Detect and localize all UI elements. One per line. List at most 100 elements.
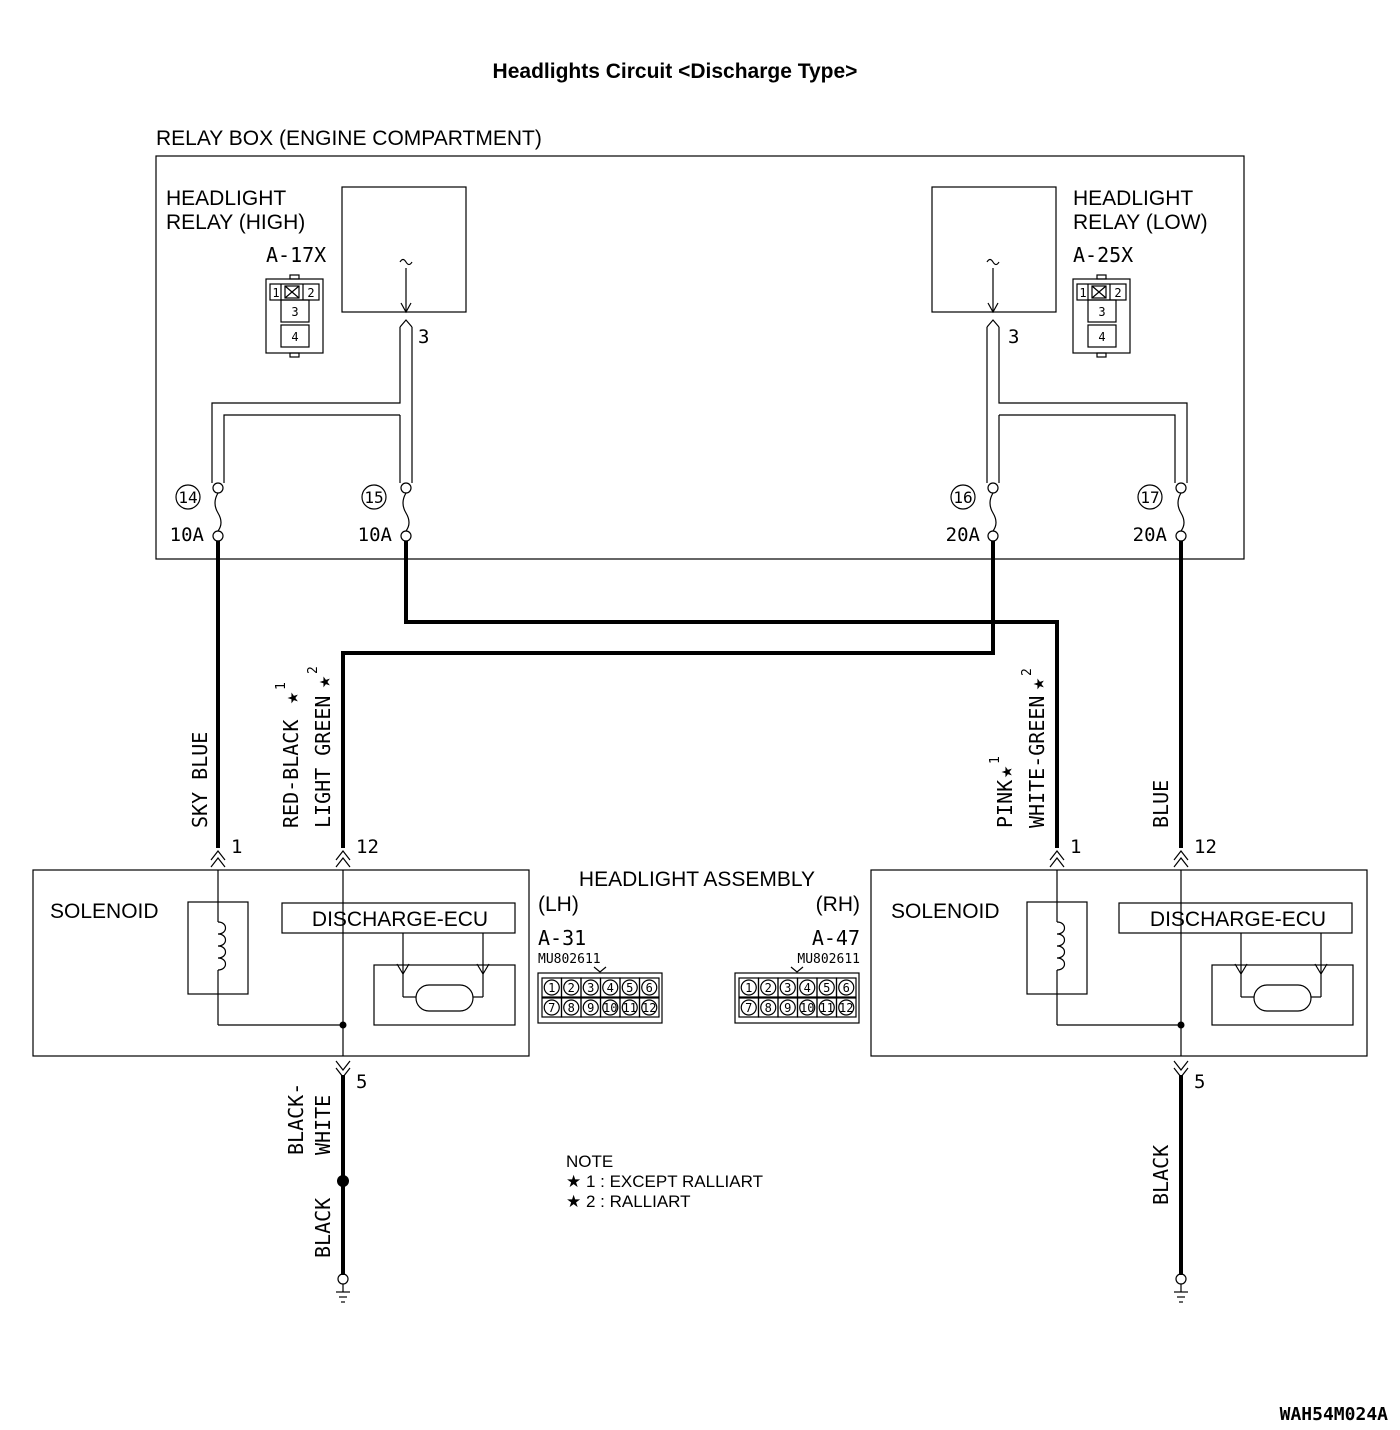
wire-label-black-white-2: WHITE: [311, 1095, 335, 1155]
rh-connector-pin-label: 4: [804, 981, 811, 995]
relay-high-cell-4: 4: [291, 330, 298, 344]
rh-connector-cavity: [799, 999, 816, 1016]
rh-discharge-ecu-box: [1118, 902, 1353, 934]
relay-high-pin-number: 3: [418, 326, 429, 348]
relay-low-pin-number: 3: [1008, 326, 1019, 348]
lh-connector-body: [537, 972, 663, 1024]
fuse-17-number: 17: [1140, 488, 1159, 507]
relay-high-cell-1: 1: [272, 286, 279, 300]
rh-connector-pin-label: 9: [784, 1001, 791, 1015]
rh-connector-cavity: [740, 979, 757, 996]
lh-discharge-ecu-label: DISCHARGE-ECU: [312, 908, 488, 931]
fuse-14: 14 10A: [170, 482, 224, 546]
fuse-15: 15 10A: [358, 482, 412, 546]
wire-mark-light-green-2: 2: [306, 666, 321, 674]
lh-connector-cavity: [602, 979, 619, 996]
rh-connector-pin-label: 1: [745, 981, 752, 995]
relay-low-label-line2: RELAY (LOW): [1073, 211, 1208, 234]
lh-connector-cell: [638, 977, 660, 998]
fuse-14-number: 14: [178, 488, 197, 507]
rh-part-number: MU802611: [797, 952, 860, 967]
lh-connector-cavity: [621, 979, 638, 996]
rh-connector-pin-label: 11: [820, 1001, 834, 1015]
relay-high-coil-box: [341, 186, 467, 313]
relay-high-label-line2: RELAY (HIGH): [166, 211, 305, 234]
wire-fuse15-to-rh-pin1: [404, 541, 1059, 848]
wire-mark-pink-star: ★: [993, 766, 1017, 778]
lh-connector-pin-label: 2: [568, 981, 575, 995]
headlight-assembly-label: HEADLIGHT ASSEMBLY: [579, 868, 815, 891]
wire-mark-white-green-2: 2: [1020, 668, 1035, 676]
headlight-relay-high: HEADLIGHT RELAY (HIGH) A-17X 3: [166, 186, 467, 348]
lh-connector-pin-label: 12: [642, 1001, 656, 1015]
rh-connector-cavity: [740, 999, 757, 1016]
rh-connector-cavity: [818, 999, 835, 1016]
relay-low-cell-3: 3: [1098, 305, 1105, 319]
lh-bulb: [415, 984, 474, 1012]
relay-high-cell-2: 2: [307, 286, 314, 300]
relay-low-connector-code: A-25X: [1073, 243, 1133, 267]
lh-ground-splice: [337, 1175, 349, 1187]
lh-connector-cavity: [563, 999, 580, 1016]
rh-connector-cavity: [818, 979, 835, 996]
lh-connector-cavity: [582, 999, 599, 1016]
lh-connector-cavity: [563, 979, 580, 996]
headlight-relay-low: HEADLIGHT RELAY (LOW) A-25X 3: [931, 186, 1208, 348]
rh-pin-12: 12: [1194, 836, 1217, 858]
lh-connector-pin-label: 7: [548, 1001, 555, 1015]
relay-low-connector-face: 1 2 3 4: [1072, 274, 1131, 358]
wire-label-black-left: BLACK: [311, 1198, 335, 1258]
relay-high-label-line1: HEADLIGHT: [166, 187, 286, 210]
wire-label-black-right: BLACK: [1149, 1145, 1173, 1205]
wire-label-black-white-1: BLACK-: [284, 1083, 308, 1155]
lh-pin-5: 5: [356, 1071, 367, 1093]
lh-connector-cell: [638, 997, 660, 1018]
lh-connector-cavity: [602, 999, 619, 1016]
wire-mark-pink-1: 1: [988, 756, 1003, 764]
rh-pin-1: 1: [1070, 836, 1081, 858]
rh-connector-cavity: [779, 999, 796, 1016]
lh-connector-pin-label: 4: [607, 981, 614, 995]
relay-box: [155, 155, 1245, 560]
lh-solenoid-coil: [217, 921, 227, 971]
rh-connector-cell: [835, 997, 857, 1018]
note-line-1: ★ 1 : EXCEPT RALLIART: [566, 1172, 763, 1191]
wire-label-light-green: LIGHT GREEN: [311, 696, 335, 828]
rh-connector-cavity: [799, 979, 816, 996]
wire-mark-red-black-star: ★: [279, 692, 303, 704]
fuse-16-number: 16: [953, 488, 972, 507]
lh-assembly-box: [32, 869, 530, 1057]
wire-fuse16-to-lh-pin12: [341, 541, 995, 848]
lh-bulb-box: [373, 964, 516, 1026]
rh-discharge-ecu-label: DISCHARGE-ECU: [1150, 908, 1326, 931]
rh-solenoid-coil: [1056, 921, 1066, 971]
rh-bulb-box: [1211, 964, 1354, 1026]
note: NOTE ★ 1 : EXCEPT RALLIART ★ 2 : RALLIAR…: [566, 1152, 763, 1211]
lh-connector-pin-label: 8: [568, 1001, 575, 1015]
rh-connector-cavity: [838, 999, 855, 1016]
rh-connector-pin-label: 10: [800, 1001, 814, 1015]
rh-connector-cavity: [760, 979, 777, 996]
rh-connector-pin-label: 2: [765, 981, 772, 995]
lh-connector-pin-label: 9: [587, 1001, 594, 1015]
rh-connector-pin-label: 5: [823, 981, 830, 995]
relay-low-coil-box: [931, 186, 1057, 313]
rh-connector-cavity: [779, 979, 796, 996]
rh-ground-icon: [1174, 1273, 1188, 1303]
wire-label-white-green: WHITE-GREEN: [1025, 696, 1049, 828]
lh-pin-12: 12: [356, 836, 379, 858]
rh-connector-cavity: [838, 979, 855, 996]
fuse-15-rating: 10A: [358, 524, 393, 546]
rh-connector-pin-label: 7: [745, 1001, 752, 1015]
relay-low-cell-1: 1: [1079, 286, 1086, 300]
wire-mark-white-green-star: ★: [1025, 678, 1049, 690]
lh-connector-pin-label: 6: [646, 981, 653, 995]
note-line-2: ★ 2 : RALLIART: [566, 1192, 691, 1211]
headlight-assembly-lh: SOLENOID DISCHARGE-ECU: [32, 869, 530, 1057]
lh-connector-pin-label: 1: [548, 981, 555, 995]
relay-box-label: RELAY BOX (ENGINE COMPARTMENT): [156, 127, 542, 150]
rh-connector-pin-label: 3: [784, 981, 791, 995]
rh-connector-pin-label: 12: [839, 1001, 853, 1015]
